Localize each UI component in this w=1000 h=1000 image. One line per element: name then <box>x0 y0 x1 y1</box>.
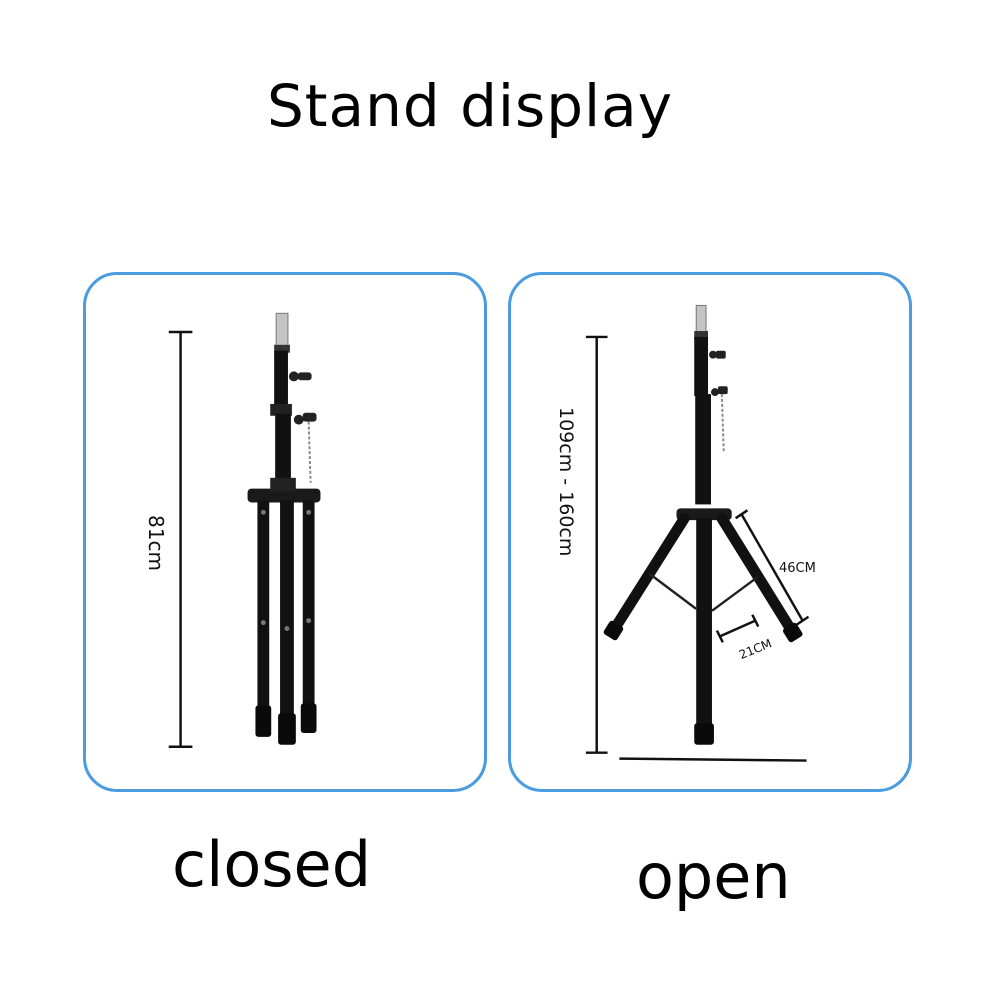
leg-length-dimension <box>734 509 810 626</box>
closed-tripod-stand-icon <box>168 312 321 748</box>
brace-length-dimension <box>715 614 760 643</box>
page-title: Stand display <box>266 72 674 140</box>
open-height-dimension <box>585 335 608 754</box>
open-stand-panel: 109cm - 160cm 46CM 21CM <box>508 272 912 792</box>
open-tripod-stand-icon <box>585 304 810 762</box>
open-caption: open <box>636 840 791 913</box>
closed-stand-panel: 81cm <box>83 272 487 792</box>
closed-height-label: 81cm <box>144 515 168 571</box>
closed-caption: closed <box>172 828 372 901</box>
closed-height-dimension <box>168 330 193 748</box>
leg-length-label: 46CM <box>779 561 816 576</box>
open-height-label: 109cm - 160cm <box>555 407 577 557</box>
